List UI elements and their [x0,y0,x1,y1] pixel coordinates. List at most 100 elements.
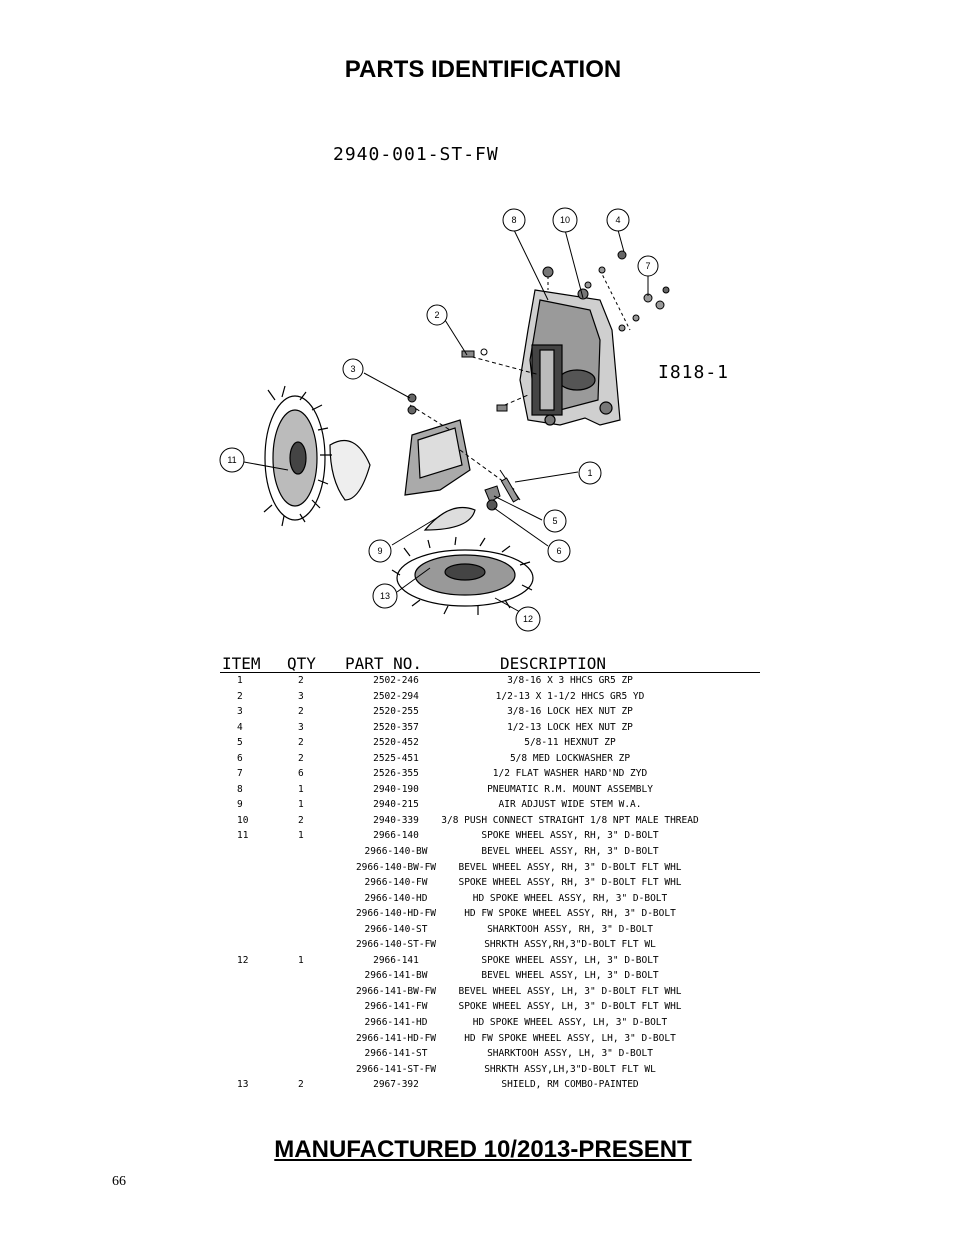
item-cell: 6 [237,752,243,764]
part-number-cell: 2966-140-ST-FW [355,939,437,951]
qty-cell: 2 [298,752,304,764]
header-qty: QTY [287,654,316,673]
description-cell: HD SPOKE WHEEL ASSY, RH, 3" D-BOLT [472,892,668,904]
description-cell: 3/8 PUSH CONNECT STRAIGHT 1/8 NPT MALE T… [441,814,699,826]
svg-text:10: 10 [560,215,570,225]
drawing-reference: I818-1 [658,362,730,383]
svg-text:2: 2 [434,310,439,320]
description-cell: HD SPOKE WHEEL ASSY, LH, 3" D-BOLT [472,1017,668,1029]
item-cell: 1 [237,675,243,686]
table-row: 2966-140-ST-FW SHRKTH ASSY,RH,3"D-BOLT FL… [220,939,760,955]
description-cell: SHARKTOOH ASSY, RH, 3" D-BOLT [487,923,653,935]
balloon-8: 8 [502,208,526,232]
table-row: 2966-141-ST-FW SHRKTH ASSY,LH,3"D-BOLT FL… [220,1064,760,1080]
part-number-cell: 2520-357 [373,721,419,733]
part-number-cell: 2966-141-HD [364,1017,428,1029]
description-cell: SPOKE WHEEL ASSY, RH, 3" D-BOLT [481,830,659,842]
manufactured-date-range: MANUFACTURED 10/2013-PRESENT [274,1136,692,1163]
description-cell: SHRKTH ASSY,RH,3"D-BOLT FLT WL [484,939,656,951]
item-cell: 10 [237,814,249,826]
svg-text:9: 9 [377,546,382,556]
leader-lines [243,229,649,613]
part-number-cell: 2520-255 [373,706,419,718]
svg-text:7: 7 [645,261,650,271]
table-row: 3 2 2520-255 3/8-16 LOCK HEX NUT ZP [220,706,760,722]
description-cell: BEVEL WHEEL ASSY, RH, 3" D-BOLT [481,846,659,858]
svg-text:1: 1 [587,468,592,478]
fastener-hardware [407,250,670,511]
bracket [404,419,471,496]
part-number-cell: 2967-392 [373,1079,419,1091]
item-cell: 5 [237,737,243,749]
description-cell: BEVEL WHEEL ASSY, LH, 3" D-BOLT [481,970,659,982]
item-cell: 9 [237,799,243,811]
item-cell: 7 [237,768,243,780]
part-number-cell: 2966-140-FW [364,877,428,889]
description-cell: HD FW SPOKE WHEEL ASSY, RH, 3" D-BOLT [464,908,676,920]
item-cell: 13 [237,1079,249,1091]
table-row: 2966-141-HD HD SPOKE WHEEL ASSY, LH, 3" D… [220,1017,760,1033]
part-number-cell: 2502-246 [373,675,419,686]
description-cell: 1/2-13 X 1-1/2 HHCS GR5 YD [495,690,645,702]
balloon-10: 10 [552,207,578,233]
table-row: 2966-141-FW SPOKE WHEEL ASSY, LH, 3" D-BO… [220,1001,760,1017]
description-cell: PNEUMATIC R.M. MOUNT ASSEMBLY [487,783,653,795]
svg-text:13: 13 [380,591,390,601]
description-cell: HD FW SPOKE WHEEL ASSY, LH, 3" D-BOLT [464,1032,676,1044]
item-cell: 3 [237,706,243,718]
item-cell: 12 [237,954,249,966]
item-cell: 2 [237,690,243,702]
part-number-cell: 2940-339 [373,814,419,826]
part-number-cell: 2966-140-BW-FW [355,861,437,873]
part-number-cell: 2940-190 [373,783,419,795]
part-number-cell: 2526-355 [373,768,419,780]
balloon-4: 4 [606,208,630,232]
table-row: 10 2 2940-339 3/8 PUSH CONNECT STRAIGHT 1/8… [220,815,760,831]
description-cell: AIR ADJUST WIDE STEM W.A. [498,799,642,811]
part-number-cell: 2966-140-HD-FW [355,908,437,920]
part-number-cell: 2966-141-BW-FW [355,985,437,997]
svg-text:11: 11 [227,455,236,465]
description-cell: SPOKE WHEEL ASSY, LH, 3" D-BOLT FLT WHL [458,1001,682,1013]
part-number-cell: 2966-141-ST-FW [355,1063,437,1075]
qty-cell: 2 [298,706,304,718]
qty-cell: 2 [298,814,304,826]
page-number: 66 [112,1174,126,1189]
table-row: 2966-140-FW SPOKE WHEEL ASSY, RH, 3" D-BO… [220,877,760,893]
balloon-11: 11 [219,447,245,473]
balloon-5: 5 [543,509,567,533]
balloon-6: 6 [547,539,571,563]
item-cell: 8 [237,783,243,795]
description-cell: SHRKTH ASSY,LH,3"D-BOLT FLT WL [484,1063,656,1075]
part-number-cell: 2502-294 [373,690,419,702]
description-cell: 5/8-11 HEXNUT ZP [524,737,616,749]
description-cell: 3/8-16 LOCK HEX NUT ZP [507,706,633,718]
table-row: 2966-140-HD-FW HD FW SPOKE WHEEL ASSY, RH… [220,908,760,924]
balloon-3: 3 [342,358,364,380]
svg-text:8: 8 [511,215,516,225]
description-cell: SHIELD, RM COMBO-PAINTED [501,1079,639,1091]
part-number-cell: 2966-141-FW [364,1001,428,1013]
description-cell: SPOKE WHEEL ASSY, LH, 3" D-BOLT [481,954,659,966]
spoke-wheel-rh [263,385,332,527]
part-number-cell: 2525-451 [373,752,419,764]
description-cell: SPOKE WHEEL ASSY, RH, 3" D-BOLT FLT WHL [458,877,682,889]
header-part-no: PART NO. [345,654,423,673]
header-description: DESCRIPTION [500,654,606,673]
part-number-cell: 2940-215 [373,799,419,811]
